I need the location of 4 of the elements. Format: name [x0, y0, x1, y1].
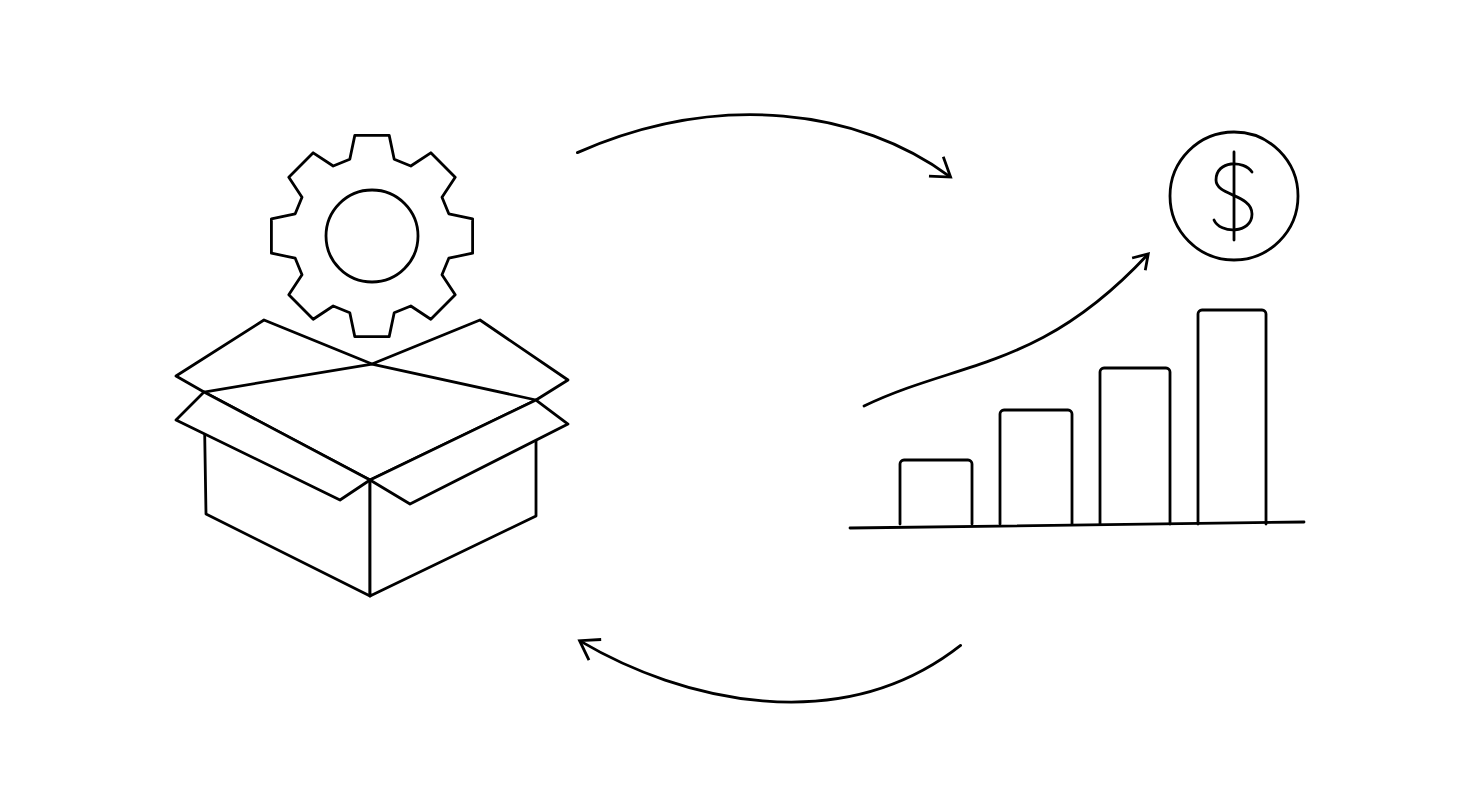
arrow [577, 638, 962, 704]
picture [174, 134, 570, 598]
picture [848, 130, 1306, 530]
arrow [576, 113, 953, 179]
